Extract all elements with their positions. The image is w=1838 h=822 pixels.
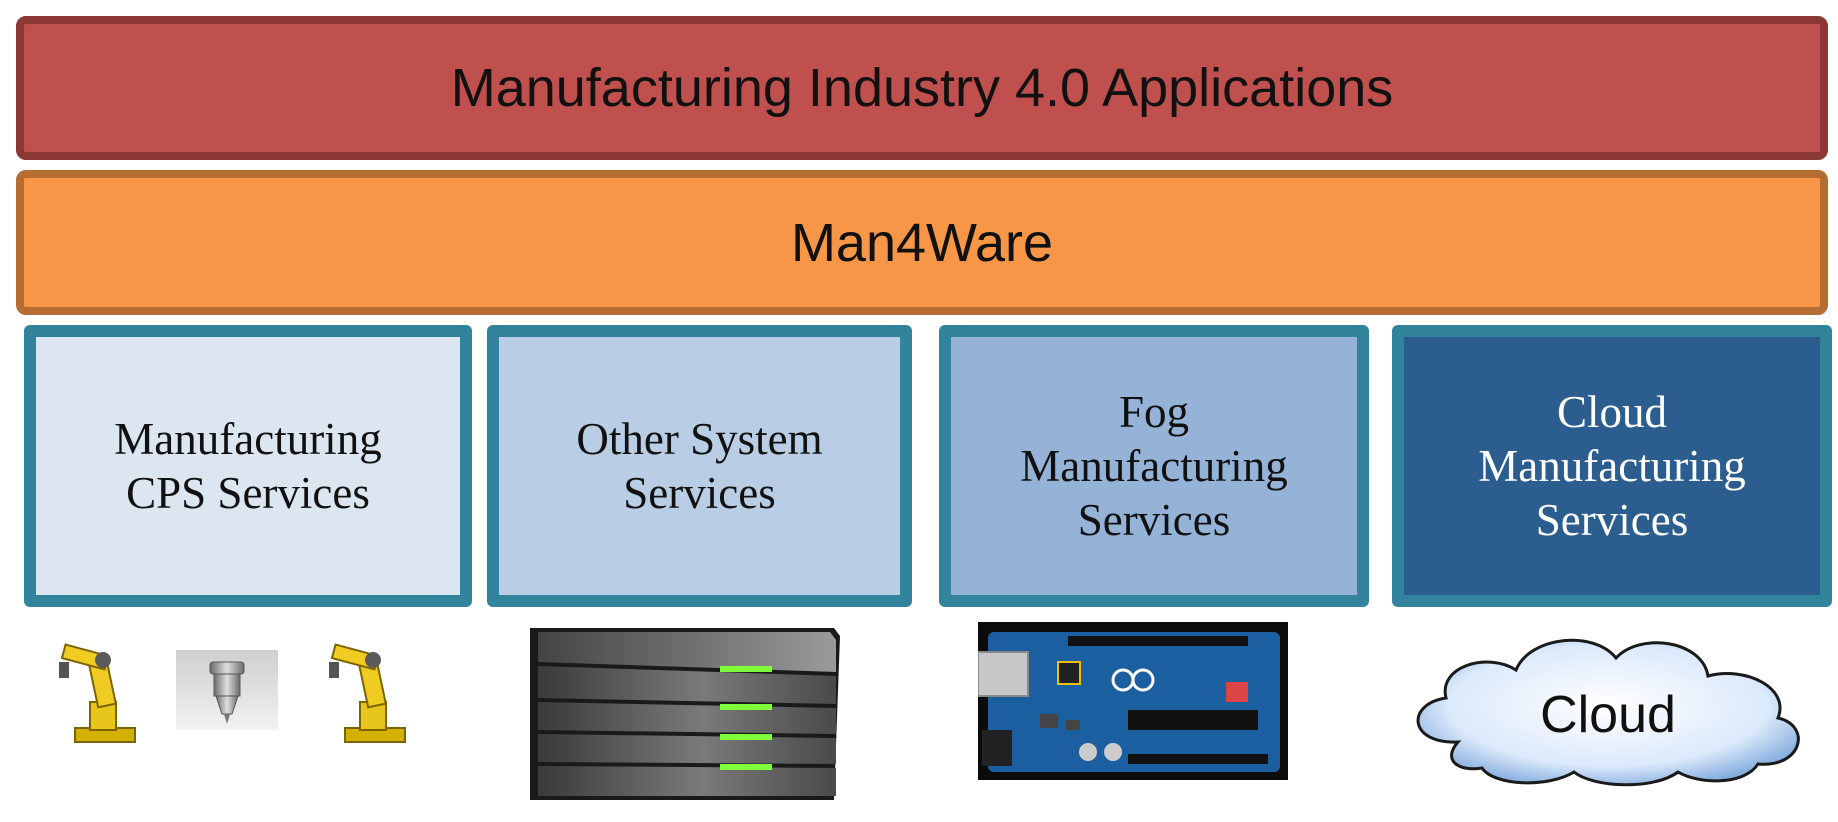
- middleware-layer: Man4Ware: [16, 170, 1828, 315]
- arduino-board-icon: [978, 622, 1288, 780]
- cloud-services-label: Cloud Manufacturing Services: [1478, 387, 1746, 545]
- cps-services-box: Manufacturing CPS Services: [24, 325, 472, 607]
- applications-layer: Manufacturing Industry 4.0 Applications: [16, 16, 1828, 160]
- middleware-label: Man4Ware: [790, 212, 1054, 273]
- fog-services-box: Fog Manufacturing Services: [939, 325, 1369, 607]
- cps-services-label: Manufacturing CPS Services: [114, 414, 382, 518]
- cnc-spindle-icon: [176, 650, 278, 730]
- other-system-services-box: Other System Services: [487, 325, 912, 607]
- applications-label: Manufacturing Industry 4.0 Applications: [450, 58, 1394, 118]
- cloud-services-box: Cloud Manufacturing Services: [1392, 325, 1832, 607]
- cloud-icon: Cloud: [1416, 638, 1800, 787]
- server-icon: [530, 628, 840, 800]
- other-system-services-label: Other System Services: [576, 414, 823, 518]
- robot-arm-icon: [329, 643, 406, 743]
- fog-services-label: Fog Manufacturing Services: [1020, 387, 1288, 545]
- robot-arm-icon: [59, 643, 136, 743]
- cloud-icon-label: Cloud: [1540, 686, 1676, 744]
